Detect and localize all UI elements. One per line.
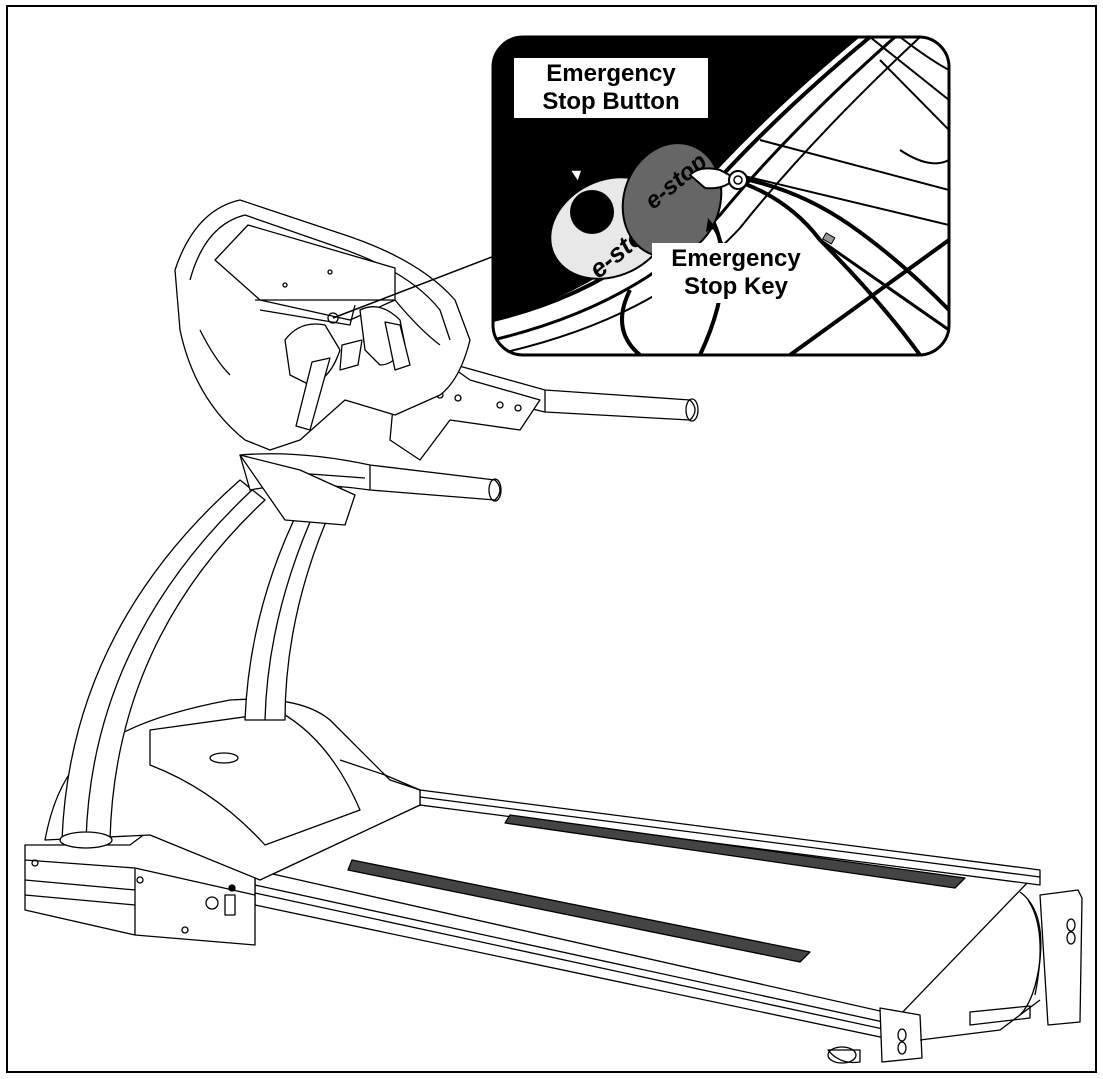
treadmill-drawing: [24, 199, 1083, 1064]
near-foot-strip: [347, 859, 811, 963]
rear-foot: [827, 1049, 861, 1064]
far-foot-strip: [504, 814, 966, 889]
key-label-line1: Emergency: [671, 245, 801, 272]
power-switch: [224, 894, 236, 916]
button-label-line2: Stop Button: [542, 88, 680, 115]
emergency-stop-key-label: Emergency Stop Key: [652, 243, 820, 303]
front-end-cap: [879, 1007, 923, 1063]
power-inlet: [205, 896, 219, 910]
key-label-line2: Stop Key: [683, 273, 788, 300]
callout-leader-line: [332, 249, 511, 319]
rear-end-cap: [1039, 889, 1083, 1026]
cover-badge: [209, 752, 239, 764]
console-estop-button: [327, 312, 339, 324]
console-grip-right: [384, 321, 411, 371]
base-housing: [24, 829, 256, 946]
button-label-line1: Emergency: [546, 60, 676, 87]
lanyard-cord: [739, 176, 949, 312]
emergency-stop-button-label: Emergency Stop Button: [514, 58, 708, 118]
console-grip-left: [295, 357, 331, 431]
